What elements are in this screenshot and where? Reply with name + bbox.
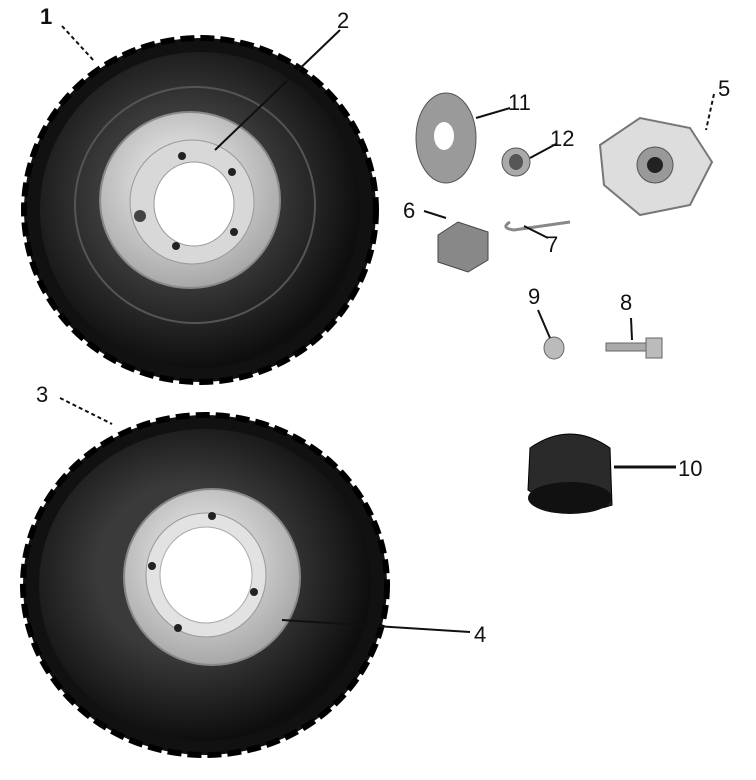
callout-5: 5	[718, 76, 731, 101]
callout-11: 11	[508, 90, 531, 115]
callout-7: 7	[546, 232, 559, 257]
rear-rim	[123, 488, 301, 666]
cotter-pin	[504, 220, 571, 232]
castle-nut	[437, 221, 489, 273]
callout-3: 3	[36, 382, 49, 407]
hub-cap	[527, 433, 613, 514]
callout-1: 1	[40, 4, 53, 29]
callout-2: 2	[337, 8, 350, 33]
front-rim	[99, 111, 281, 289]
callout-10: 10	[678, 456, 703, 481]
dust-cover	[415, 92, 477, 184]
callout-9: 9	[528, 284, 541, 309]
leader-lines	[59, 25, 715, 633]
callout-6: 6	[403, 198, 416, 223]
callout-12: 12	[550, 126, 575, 151]
bolt	[605, 337, 663, 359]
callout-8: 8	[620, 290, 633, 315]
washer	[543, 336, 565, 360]
spacer	[501, 147, 531, 177]
callout-4: 4	[474, 622, 487, 647]
wheel-hub	[598, 116, 714, 217]
